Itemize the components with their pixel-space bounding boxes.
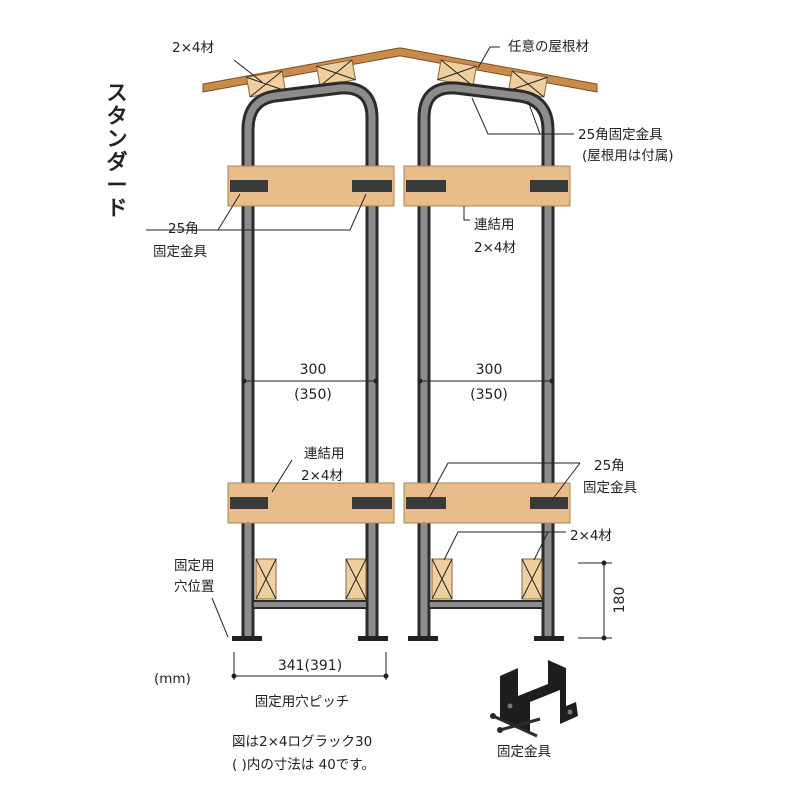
bottom-bars bbox=[252, 600, 544, 609]
pitch-caption: 固定用穴ピッチ bbox=[255, 694, 350, 710]
left-frame-inner bbox=[244, 84, 376, 640]
clamps bbox=[230, 180, 568, 509]
fixing-bracket-label: 固定金具 bbox=[497, 744, 551, 760]
clamp bbox=[530, 180, 568, 192]
width-right-alt-value: (350) bbox=[470, 387, 508, 403]
width-left-value: 300 bbox=[300, 362, 327, 378]
right-bracket-label-1: 25角 bbox=[594, 458, 625, 474]
connect-top-label-1: 連結用 bbox=[474, 217, 515, 233]
note-line-2: ( )内の寸法は 40です。 bbox=[232, 757, 375, 773]
leader-lines bbox=[146, 46, 581, 638]
left-frame bbox=[241, 81, 379, 640]
connect-mid-label-1: 連結用 bbox=[304, 446, 345, 462]
pitch-dimension: 341(391) 固定用穴ピッチ bbox=[231, 652, 389, 710]
height-value: 180 bbox=[612, 587, 628, 614]
right-frame-inner bbox=[420, 84, 552, 640]
roof-bracket-label: 25角固定金具 bbox=[578, 127, 663, 143]
clamp bbox=[352, 180, 392, 192]
clamp bbox=[352, 497, 392, 509]
lower-2x4-blocks bbox=[255, 558, 543, 600]
width-dimensions: 300 (350) 300 (350) bbox=[241, 362, 555, 403]
width-right-value: 300 bbox=[476, 362, 503, 378]
title-char: タ bbox=[107, 104, 128, 128]
connect-mid-label-2: 2×4材 bbox=[301, 468, 343, 484]
lower-block bbox=[255, 558, 277, 600]
foot-plate bbox=[408, 636, 438, 641]
unit-label: (mm) bbox=[154, 671, 191, 687]
lower-block bbox=[431, 558, 453, 600]
right-bracket-label-2: 固定金具 bbox=[583, 480, 637, 496]
roof-bracket-note: (屋根用は付属) bbox=[582, 148, 674, 164]
roof-material-label: 任意の屋根材 bbox=[508, 38, 589, 55]
width-left-alt-value: (350) bbox=[294, 387, 332, 403]
top-connecting-plank bbox=[227, 165, 571, 207]
clamp bbox=[530, 497, 568, 509]
clamp bbox=[406, 497, 446, 509]
title-char: ド bbox=[107, 196, 128, 220]
annotation-labels: 2×4材 任意の屋根材 25角固定金具 (屋根用は付属) 25角 固定金具 連結… bbox=[153, 38, 674, 773]
foot-plate bbox=[358, 636, 388, 641]
title-char: ー bbox=[107, 173, 128, 197]
connect-top-label-2: 2×4材 bbox=[474, 240, 516, 256]
mid-connecting-plank bbox=[227, 482, 571, 524]
lower-block bbox=[345, 558, 367, 600]
clamp bbox=[230, 180, 268, 192]
foot-plate bbox=[534, 636, 564, 641]
lower-2x4-label: 2×4材 bbox=[570, 528, 612, 544]
height-dimension: 180 bbox=[578, 560, 628, 641]
clamp bbox=[406, 180, 446, 192]
clamp bbox=[230, 497, 268, 509]
left-bracket-label-1: 25角 bbox=[168, 221, 199, 237]
fix-hole-label-1: 固定用 bbox=[174, 558, 215, 574]
foot-plate bbox=[232, 636, 262, 641]
roof bbox=[202, 47, 598, 98]
foot-plates bbox=[232, 636, 564, 641]
screw bbox=[499, 717, 541, 732]
title-text: スタンダード bbox=[107, 81, 128, 220]
fixing-bracket-illustration bbox=[490, 660, 578, 738]
roof-2x4-label: 2×4材 bbox=[172, 40, 214, 56]
pitch-value: 341(391) bbox=[278, 658, 342, 674]
right-frame bbox=[417, 81, 555, 640]
title-char: ダ bbox=[107, 150, 128, 174]
note-line-1: 図は2×4ログラック30 bbox=[232, 734, 372, 750]
left-bracket-label-2: 固定金具 bbox=[153, 244, 207, 260]
title-char: ン bbox=[107, 127, 128, 151]
fix-hole-label-2: 穴位置 bbox=[174, 579, 215, 595]
vertical-title: スタンダード bbox=[107, 81, 128, 220]
bracket-body bbox=[500, 660, 578, 732]
title-char: ス bbox=[107, 81, 128, 105]
lower-block bbox=[521, 558, 543, 600]
